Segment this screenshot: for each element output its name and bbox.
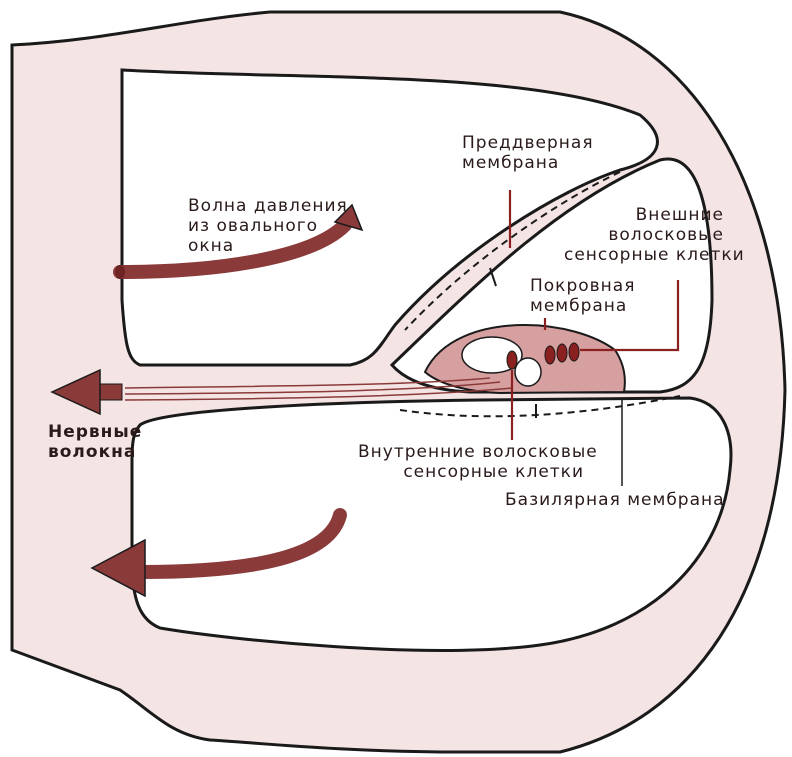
- label-outer-hair-cells: Внешние волосковые сенсорные клетки: [564, 205, 724, 265]
- label-vestibular-membrane: Преддверная мембрана: [462, 133, 594, 173]
- outer-hair-cells: [545, 343, 579, 364]
- label-inner-hair-cells: Внутренние волосковые сенсорные клетки: [358, 442, 584, 482]
- label-tectorial-membrane: Покровная мембрана: [530, 276, 635, 316]
- label-pressure-wave: Волна давления из овального окна: [188, 196, 348, 256]
- label-basilar-membrane: Базилярная мембрана: [505, 490, 725, 510]
- inner-hair-cell: [507, 351, 517, 369]
- inner-sulcus: [515, 358, 541, 386]
- label-nerve-fibers: Нервные волокна: [48, 422, 142, 462]
